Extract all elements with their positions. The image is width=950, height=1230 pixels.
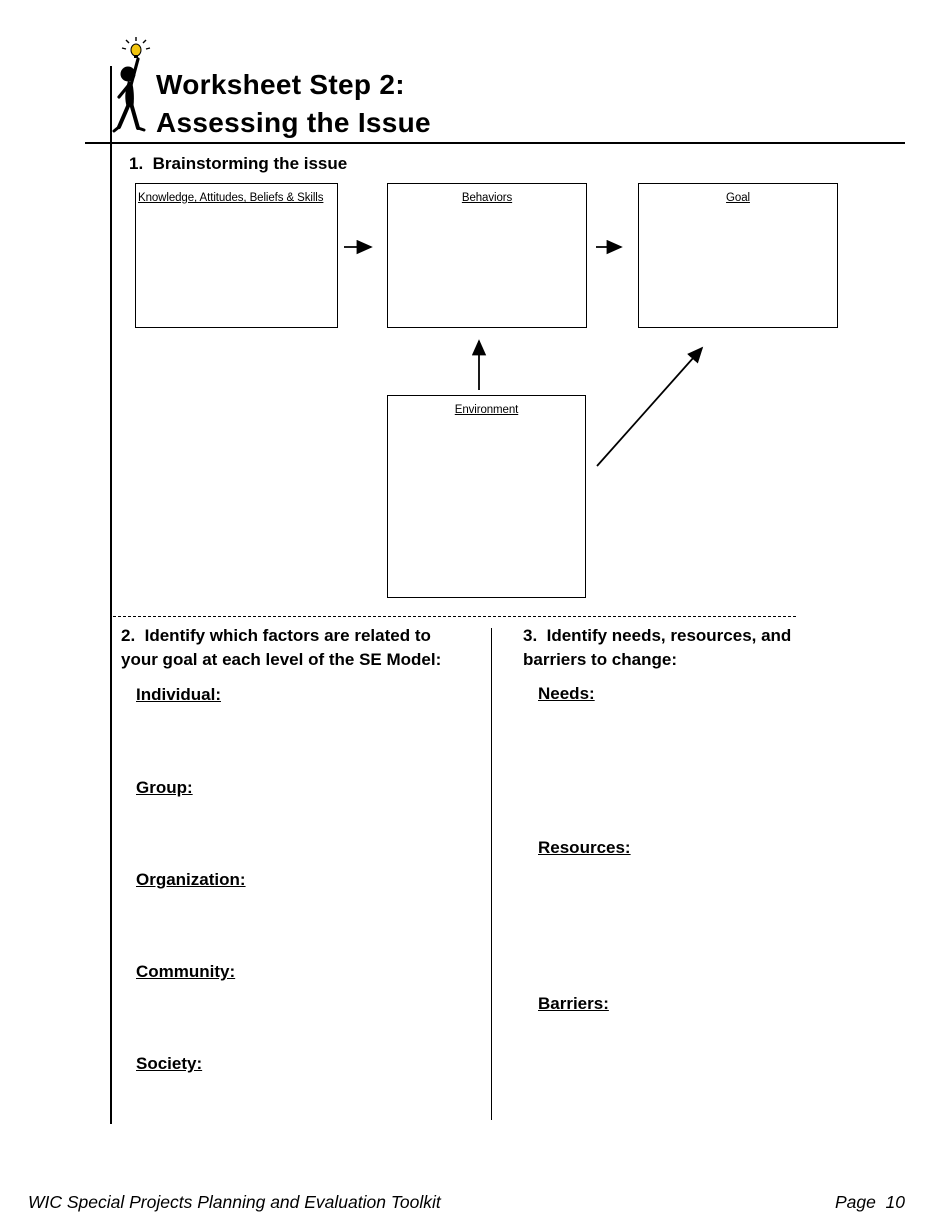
label-barriers: Barriers: — [538, 994, 609, 1013]
section3-heading-line2: barriers to change: — [523, 649, 677, 669]
label-resources: Resources: — [538, 838, 631, 857]
environment-box-label: Environment — [454, 404, 519, 416]
knowledge-box-label: Knowledge, Attitudes, Beliefs & Skills — [138, 192, 324, 204]
page-title: Worksheet Step 2: Assessing the Issue — [156, 66, 431, 142]
left-vertical-rule — [110, 66, 112, 1124]
behaviors-box: Behaviors — [387, 183, 587, 328]
label-organization: Organization: — [136, 870, 246, 889]
dashed-separator — [113, 616, 796, 617]
arrow-environment-to-goal — [596, 346, 704, 467]
column-divider — [491, 628, 492, 1120]
goal-box: Goal — [638, 183, 838, 328]
environment-box: Environment — [387, 395, 586, 598]
label-group: Group: — [136, 778, 193, 797]
idea-person-icon — [112, 37, 151, 133]
section3-heading-line1: 3. Identify needs, resources, and — [523, 626, 792, 645]
footer-toolkit-title: WIC Special Projects Planning and Evalua… — [28, 1192, 441, 1212]
section2-heading: 2. Identify which factors are related to… — [121, 624, 481, 671]
section1-heading: 1. Brainstorming the issue — [129, 154, 348, 173]
section2-heading-line2: your goal at each level of the SE Model: — [121, 649, 442, 669]
section3-heading: 3. Identify needs, resources, and barrie… — [523, 624, 853, 671]
behaviors-box-label: Behaviors — [461, 192, 513, 204]
lightbulb-icon — [121, 37, 151, 58]
header-horizontal-rule — [85, 142, 905, 144]
label-individual: Individual: — [136, 685, 221, 704]
stick-figure — [112, 57, 146, 133]
goal-box-label: Goal — [726, 192, 750, 204]
knowledge-box: Knowledge, Attitudes, Beliefs & Skills — [135, 183, 338, 328]
footer-page-number: Page 10 — [834, 1192, 905, 1212]
label-society: Society: — [136, 1054, 203, 1073]
page-title-line2: Assessing the Issue — [156, 107, 431, 138]
label-needs: Needs: — [538, 684, 595, 703]
page-title-line1: Worksheet Step 2: — [156, 69, 405, 100]
label-community: Community: — [136, 962, 236, 981]
section2-heading-line1: 2. Identify which factors are related to — [121, 626, 431, 645]
